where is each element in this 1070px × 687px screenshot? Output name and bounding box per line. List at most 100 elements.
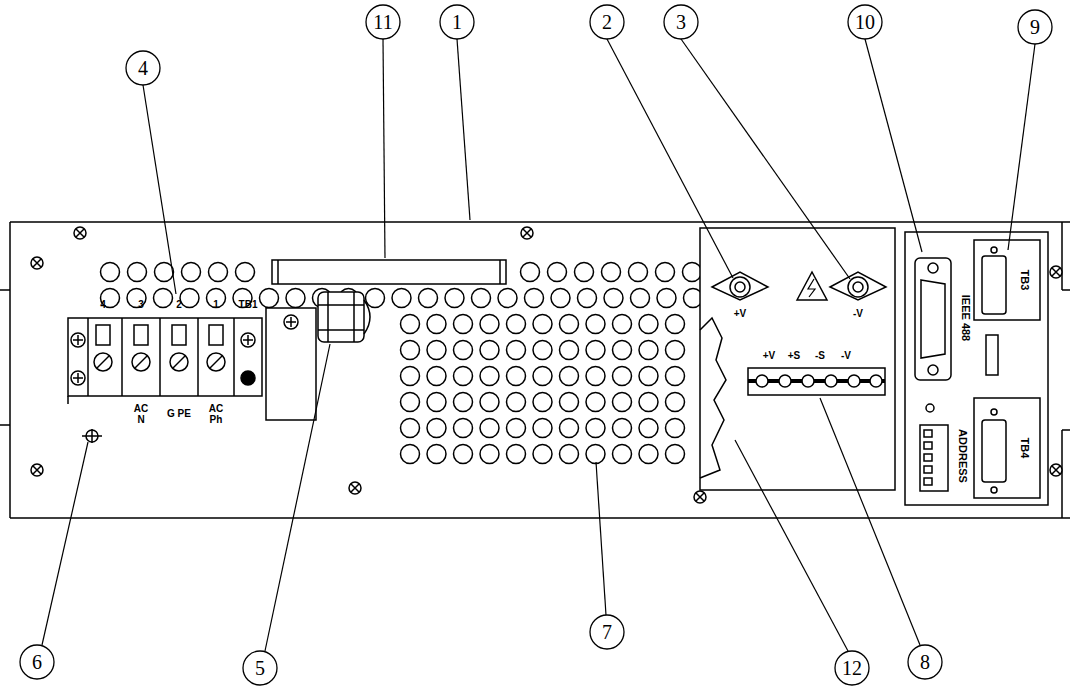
vent-hole <box>586 341 605 360</box>
vent-hole <box>586 445 605 464</box>
vent-hole <box>419 289 438 308</box>
vent-hole <box>507 393 526 412</box>
terminal-number: 1 <box>213 300 219 311</box>
screw <box>74 227 86 239</box>
callout-number: 4 <box>138 58 148 79</box>
vent-hole <box>656 263 675 282</box>
right-bracket <box>1062 222 1070 518</box>
vent-hole <box>629 263 648 282</box>
vent-hole <box>180 289 199 308</box>
vent-slot <box>272 260 506 284</box>
left-bracket <box>0 290 10 425</box>
vent-hole <box>613 445 632 464</box>
vent-hole <box>401 419 420 438</box>
callout-circle <box>440 5 474 39</box>
panel-outline <box>10 222 1070 518</box>
callout-circle <box>848 5 882 39</box>
vent-hole <box>427 367 446 386</box>
screw <box>694 491 706 503</box>
screw <box>31 257 43 269</box>
terminal-number: 3 <box>138 300 144 311</box>
vent-hole <box>533 341 552 360</box>
vent-hole <box>366 289 385 308</box>
vent-hole <box>666 341 685 360</box>
vent-hole <box>401 341 420 360</box>
sense-terminal: +V <box>763 351 776 362</box>
vent-hole <box>560 419 579 438</box>
screw <box>31 464 43 476</box>
vent-hole <box>666 445 685 464</box>
sense-terminal: -V <box>841 351 851 362</box>
vent-hole <box>507 341 526 360</box>
vent-hole <box>613 393 632 412</box>
connector-label: ADDRESS <box>956 429 968 483</box>
vent-hole <box>480 393 499 412</box>
connector-label: IEEE 488 <box>959 295 971 341</box>
vent-hole <box>525 289 544 308</box>
vent-hole <box>392 289 411 308</box>
leader-lines <box>42 39 1035 651</box>
vent-hole <box>101 263 120 282</box>
screw-cross <box>1052 466 1060 474</box>
vent-hole <box>666 367 685 386</box>
callout-number: 10 <box>855 12 875 33</box>
slot-line <box>499 260 501 284</box>
callout-circle <box>835 651 869 685</box>
callout-number: 3 <box>676 12 686 33</box>
vent-hole <box>498 289 517 308</box>
vent-hole <box>507 315 526 334</box>
vent-hole <box>427 341 446 360</box>
vent-hole <box>578 289 597 308</box>
vent-hole <box>602 263 621 282</box>
screw <box>1050 464 1062 476</box>
callout-circle <box>126 51 160 85</box>
vent-hole <box>507 419 526 438</box>
vent-hole <box>613 315 632 334</box>
vent-hole <box>521 263 540 282</box>
output-polarity: -V <box>853 309 863 320</box>
callout-number: 11 <box>373 12 392 33</box>
terminal-number: TB1 <box>239 300 258 311</box>
vent-hole <box>533 419 552 438</box>
vent-hole <box>401 393 420 412</box>
vent-hole <box>639 341 658 360</box>
vent-hole <box>560 445 579 464</box>
vent-hole <box>128 263 147 282</box>
vent-hole <box>480 419 499 438</box>
vent-hole <box>454 315 473 334</box>
vent-hole <box>480 367 499 386</box>
screw <box>521 227 533 239</box>
screw <box>1050 266 1062 278</box>
vent-hole <box>155 263 174 282</box>
vent-hole <box>507 367 526 386</box>
vent-hole <box>427 419 446 438</box>
vent-hole <box>666 315 685 334</box>
vent-hole <box>666 419 685 438</box>
screw-cross <box>523 229 531 237</box>
vent-hole <box>472 289 491 308</box>
vent-hole <box>533 445 552 464</box>
vent-hole <box>507 445 526 464</box>
callout-number: 7 <box>602 622 612 643</box>
vent-hole <box>548 263 567 282</box>
vent-hole <box>401 445 420 464</box>
vent-hole <box>560 341 579 360</box>
callout-circle <box>590 5 624 39</box>
screw-cross <box>76 229 84 237</box>
output-subpanel <box>700 228 895 490</box>
callout-circle <box>366 5 400 39</box>
vent-hole <box>657 289 676 308</box>
vent-hole <box>427 393 446 412</box>
callout-number: 2 <box>602 12 612 33</box>
terminal-function: AC N <box>129 404 153 425</box>
connector-label: TB4 <box>1018 438 1030 459</box>
callout-number: 1 <box>452 12 462 33</box>
vent-hole <box>182 263 201 282</box>
vent-hole <box>560 367 579 386</box>
vent-hole <box>480 341 499 360</box>
vent-hole <box>586 419 605 438</box>
vent-hole <box>586 315 605 334</box>
terminal-function: G PE <box>167 409 191 420</box>
vent-hole <box>454 393 473 412</box>
